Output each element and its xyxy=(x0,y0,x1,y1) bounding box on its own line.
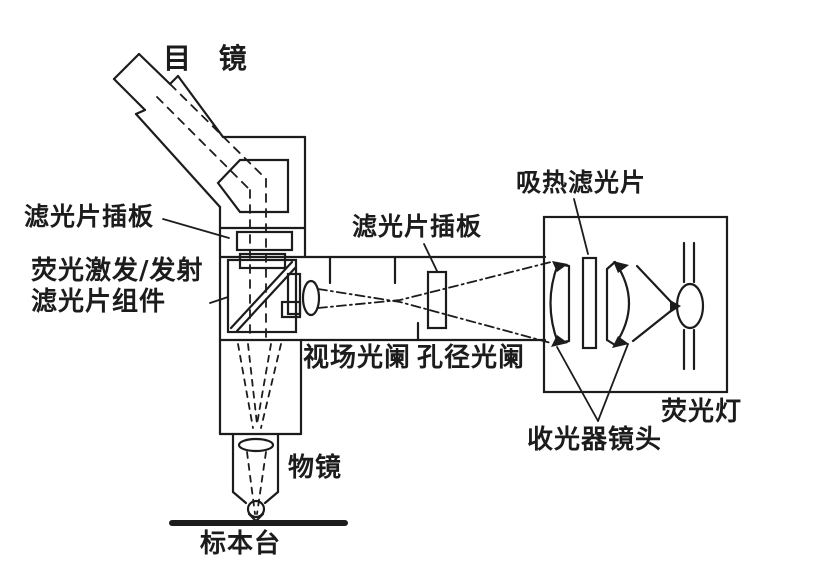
filter-slider-middle-plate xyxy=(426,270,448,330)
microscope-body-outline xyxy=(218,135,547,436)
leader-filter-slider-middle xyxy=(423,243,438,272)
dichroic-mirror xyxy=(229,260,298,333)
lamp-emission-cone xyxy=(631,264,681,343)
illumination-tube-internals xyxy=(328,255,448,342)
heat-filter-plate xyxy=(581,256,598,350)
leader-collector-right xyxy=(597,343,629,422)
head-prism xyxy=(216,158,290,214)
label-fluorescence-filter-line2: 滤光片组件 xyxy=(31,287,167,317)
emission-filter xyxy=(286,272,302,316)
label-filter-slider-left: 滤光片插板 xyxy=(24,202,155,231)
leader-heat-filter xyxy=(573,198,589,255)
label-fluorescence-filter-line1: 荧光激发/发射 xyxy=(31,256,204,286)
lamp-house xyxy=(542,215,729,394)
excitation-filter xyxy=(238,252,287,270)
leader-filter-slider-left xyxy=(162,218,230,239)
label-filter-slider-middle: 滤光片插板 xyxy=(352,212,483,241)
label-diaphragms: 视场光阑孔径光阑 xyxy=(303,343,531,373)
objective-ray-dashes xyxy=(237,343,282,515)
label-aperture-diaphragm: 孔径光阑 xyxy=(417,343,526,373)
fluorescence-filter-cube xyxy=(226,252,321,334)
label-objective: 物镜 xyxy=(288,453,343,483)
leader-collector-left xyxy=(556,346,599,422)
objective-lens-assembly xyxy=(231,432,280,523)
label-heat-filter: 吸热滤光片 xyxy=(516,168,647,197)
filter-slider-upper xyxy=(235,230,294,252)
filter-mount-step xyxy=(280,300,302,319)
tube-lens xyxy=(301,279,321,317)
leader-lines xyxy=(162,198,629,422)
label-fluorescent-lamp: 荧光灯 xyxy=(661,397,743,427)
collector-lens-1 xyxy=(549,261,571,347)
label-field-diaphragm: 视场光阑 xyxy=(303,343,412,373)
eyepiece-tube xyxy=(112,52,225,209)
collector-lens-2 xyxy=(605,260,631,348)
label-eyepiece: 目 镜 xyxy=(163,42,248,75)
label-stage: 标本台 xyxy=(200,529,282,559)
label-collector-lens: 收光器镜头 xyxy=(527,425,663,455)
illumination-ray-dashes xyxy=(317,261,552,344)
leader-filter-cube xyxy=(209,296,229,304)
